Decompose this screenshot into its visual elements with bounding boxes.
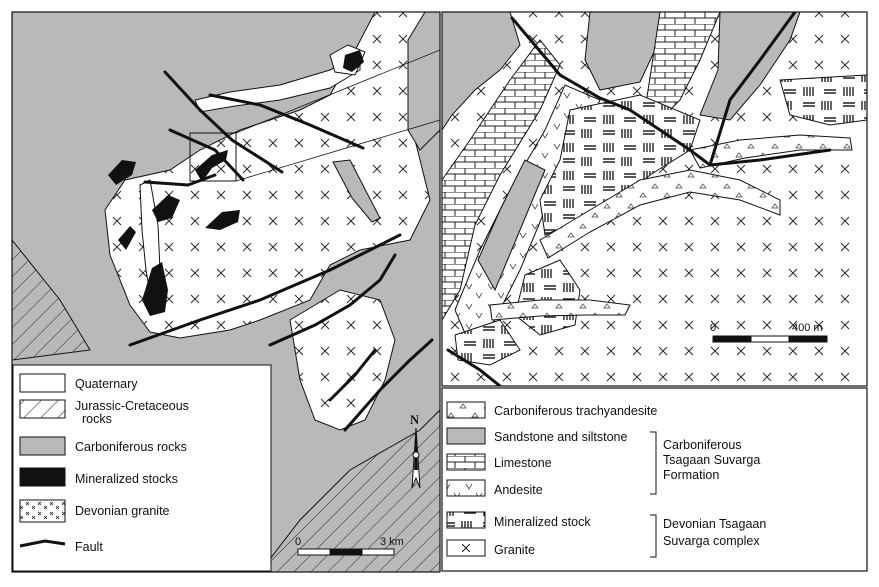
left-scale-start: 0 <box>295 536 301 548</box>
swatch-trachyandesite <box>446 401 486 419</box>
swatch-carboniferous <box>19 436 66 456</box>
swatch-stocks <box>19 467 66 487</box>
legend-sandstone-label: Sandstone and siltstone <box>494 430 627 444</box>
inset-leader-top <box>235 49 440 134</box>
inset-location-box <box>189 132 237 182</box>
swatch-jurassic <box>19 399 66 419</box>
legend-stocks-label: Mineralized stocks <box>75 472 178 486</box>
swatch-mineralized-stock <box>446 511 486 529</box>
stock-3 <box>195 150 228 182</box>
limestone-west <box>442 39 561 321</box>
sandstone-wedge <box>477 159 546 292</box>
north-arrow-head <box>414 428 418 470</box>
swatch-granite-x <box>461 543 471 553</box>
stock-5 <box>205 210 240 230</box>
stock-4 <box>152 195 180 222</box>
faults-left <box>128 70 434 432</box>
legend-devonian-granite-label: Devonian granite <box>75 504 170 518</box>
legend-fault-label: Fault <box>75 540 103 554</box>
north-arrow-circle <box>412 451 420 459</box>
carboniferous-east-strip <box>407 12 440 151</box>
legend-quaternary-label: Quaternary <box>75 377 138 391</box>
bracket-carboniferous <box>650 431 657 495</box>
trachyandesite-dike-3 <box>489 299 631 321</box>
north-label: N <box>410 413 419 427</box>
right-scale-end: 400 m <box>792 322 823 334</box>
swatch-devonian-granite-pattern <box>20 500 65 522</box>
left-scale-bar: 0 3 km <box>295 536 404 556</box>
legend-carboniferous-label: Carboniferous rocks <box>75 440 187 454</box>
jurassic-area-west <box>12 239 91 361</box>
stock-east <box>779 74 867 126</box>
right-legend-box <box>441 387 868 572</box>
legend-granite-label: Granite <box>494 543 535 557</box>
legend-trachyandesite-label: Carboniferous trachyandesite <box>494 404 657 418</box>
legend-mineralized-stock-label: Mineralized stock <box>494 515 591 529</box>
jurassic-area-southeast <box>259 409 440 572</box>
swatch-sandstone <box>446 427 486 445</box>
right-scale-bar: 0 400 m <box>710 322 828 343</box>
legend-andesite-label: Andesite <box>494 483 543 497</box>
bracket-carboniferous-line2: Tsagaan Suvarga <box>663 453 760 467</box>
inset-leader-bottom <box>235 119 440 182</box>
faults-right <box>446 12 832 386</box>
swatch-limestone <box>446 453 486 471</box>
swatch-quaternary <box>19 373 66 393</box>
carboniferous-inclusion <box>332 159 381 223</box>
left-scale-end: 3 km <box>380 536 404 548</box>
granite-x-pattern <box>105 12 440 338</box>
trachyandesite-dike-1 <box>539 169 781 259</box>
right-map-frame <box>441 11 868 387</box>
legend-jurassic-label: Jurassic-Cretaceous <box>75 399 189 413</box>
swatch-fault <box>19 539 66 548</box>
sandstone-north <box>584 12 666 91</box>
stock-6 <box>118 226 136 250</box>
right-map <box>442 12 867 386</box>
stock-2 <box>108 160 136 185</box>
bracket-carboniferous-line3: Formation <box>663 468 719 482</box>
north-arrow: N <box>410 413 421 489</box>
legend-limestone-label: Limestone <box>494 456 552 470</box>
bracket-devonian-line2: Suvarga complex <box>663 534 760 548</box>
stock-1 <box>343 50 364 72</box>
bracket-devonian <box>650 514 657 558</box>
stock-7 <box>142 262 168 316</box>
left-map-frame <box>11 11 441 573</box>
swatch-andesite <box>446 479 486 497</box>
legend-jurassic-label-2: rocks <box>82 412 112 426</box>
bracket-carboniferous-line1: Carboniferous <box>663 438 742 452</box>
left-map <box>12 12 440 572</box>
quaternary-ribbon-north <box>194 54 361 113</box>
right-scale-start: 0 <box>710 322 716 334</box>
bracket-devonian-line1: Devonian Tsagaan <box>663 517 766 531</box>
